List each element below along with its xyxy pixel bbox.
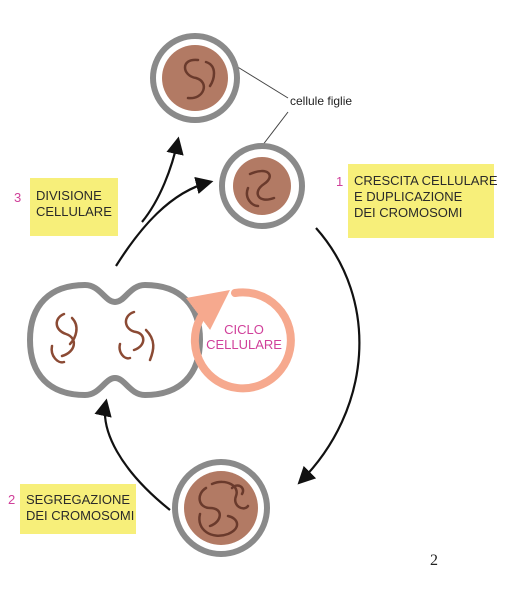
step-1-line-2: E DUPLICAZIONE (354, 189, 463, 204)
step-1-line-3: DEI CROMOSOMI (354, 205, 463, 220)
step-2-line-2: DEI CROMOSOMI (26, 508, 135, 523)
daughter-cell-top (150, 33, 240, 123)
arrow-to-growth (115, 176, 214, 267)
daughter-cells-label: cellule figlie (290, 94, 353, 108)
segregating-cell (172, 459, 270, 557)
page-number: 2 (430, 552, 438, 569)
center-label-line-1: CICLO (224, 322, 264, 337)
step-label-segregation: SEGREGAZIONE DEI CROMOSOMI (20, 484, 136, 534)
arrow-to-division (94, 398, 171, 511)
daughter-cell-middle (219, 143, 305, 229)
step-number-2: 2 (8, 492, 16, 507)
center-label: CICLO CELLULARE (196, 322, 292, 352)
step-number-1: 1 (336, 174, 344, 189)
leader-line-middle-cell (261, 111, 289, 147)
step-2-line-1: SEGREGAZIONE (26, 492, 131, 507)
step-3-line-2: CELLULARE (36, 204, 112, 219)
step-1-line-1: CRESCITA CELLULARE (354, 173, 498, 188)
leader-line-top-cell (235, 65, 289, 99)
step-label-division: DIVISIONE CELLULARE (30, 178, 118, 236)
arrow-to-segregation (297, 227, 361, 485)
dividing-cell (26, 281, 204, 399)
step-number-3: 3 (14, 190, 22, 205)
center-label-line-2: CELLULARE (206, 337, 282, 352)
step-3-line-1: DIVISIONE (36, 188, 102, 203)
step-label-growth: CRESCITA CELLULARE E DUPLICAZIONE DEI CR… (348, 164, 498, 238)
arrow-to-daughter-cell (141, 136, 184, 223)
cycle-ring (185, 288, 295, 393)
